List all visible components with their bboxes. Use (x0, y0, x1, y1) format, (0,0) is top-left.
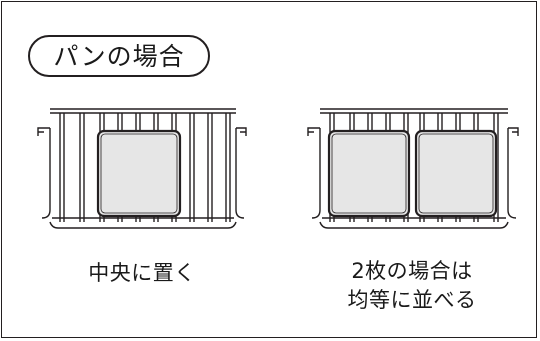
section-title-text: パンの場合 (53, 41, 185, 71)
wire-rack-single-illustration (37, 108, 247, 229)
bread-slice-icon (96, 129, 182, 218)
bread-slice-icon (327, 129, 411, 218)
bread-slice-icon (414, 129, 498, 218)
single-bread-caption: 中央に置く (88, 261, 196, 285)
double-bread-caption-line2: 均等に並べる (347, 288, 477, 312)
wire-rack-double-illustration (307, 108, 519, 229)
double-bread-caption-line1: 2枚の場合は (351, 259, 473, 283)
double-bread-caption: 2枚の場合は 均等に並べる (312, 257, 512, 315)
section-title: パンの場合 (28, 35, 210, 77)
